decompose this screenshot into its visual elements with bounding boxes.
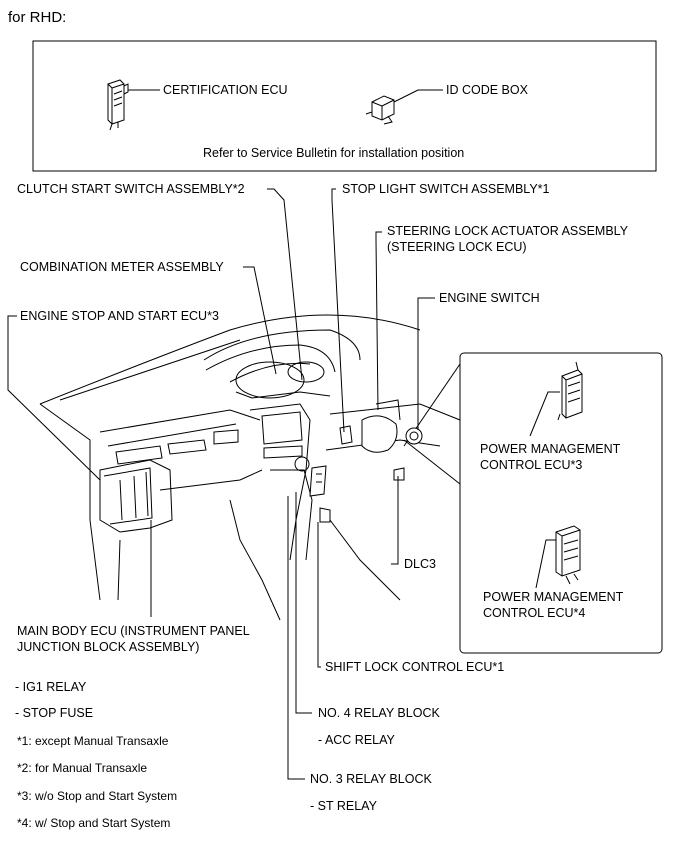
- clutch-start-switch-label: CLUTCH START SWITCH ASSEMBLY*2: [17, 182, 245, 196]
- engine-switch-label: ENGINE SWITCH: [439, 291, 540, 305]
- shift-lock-control-ecu-label: SHIFT LOCK CONTROL ECU*1: [325, 660, 505, 674]
- no3-relay-block-label: NO. 3 RELAY BLOCK: [310, 772, 432, 786]
- leader-stop-light: [331, 188, 345, 433]
- steering-lock-ecu-label: (STEERING LOCK ECU): [387, 240, 527, 254]
- leader-no4-relay: [295, 492, 312, 714]
- power-mgmt-ecu3-label-line1: POWER MANAGEMENT: [480, 442, 621, 456]
- no4-relay-block-label: NO. 4 RELAY BLOCK: [318, 706, 440, 720]
- dashboard-illustration: [39, 314, 461, 621]
- leader-engine-switch: [417, 297, 435, 430]
- stop-light-switch-label: STOP LIGHT SWITCH ASSEMBLY*1: [342, 182, 550, 196]
- power-mgmt-ecu3-icon: [557, 361, 583, 421]
- steering-lock-actuator-label: STEERING LOCK ACTUATOR ASSEMBLY: [387, 224, 629, 238]
- footnote-2: *2: for Manual Transaxle: [17, 761, 148, 775]
- id-code-box-icon: [365, 95, 395, 125]
- page-heading: for RHD:: [8, 9, 67, 26]
- footnote-4: *4: w/ Stop and Start System: [17, 816, 171, 830]
- main-body-ecu-label-line1: MAIN BODY ECU (INSTRUMENT PANEL: [17, 624, 250, 638]
- ig1-relay-label: - IG1 RELAY: [15, 680, 87, 694]
- leader-steering-lock: [375, 231, 382, 411]
- power-mgmt-ecu4-icon: [555, 525, 581, 585]
- leader-no3-relay: [287, 496, 305, 780]
- power-mgmt-ecu4-label-line2: CONTROL ECU*4: [483, 606, 586, 620]
- power-management-box: [459, 352, 663, 654]
- engine-stop-start-ecu-label: ENGINE STOP AND START ECU*3: [20, 309, 219, 323]
- inset-note: Refer to Service Bulletin for installati…: [203, 146, 465, 160]
- certification-ecu-icon: [107, 79, 129, 131]
- main-body-ecu-label-line2: JUNCTION BLOCK ASSEMBLY): [17, 640, 200, 654]
- inset-box: [32, 40, 657, 172]
- leader-combination: [243, 266, 277, 375]
- leader-dlc3: [391, 476, 399, 565]
- footnote-1: *1: except Manual Transaxle: [17, 734, 169, 748]
- leader-engine-stop-ecu: [7, 315, 101, 481]
- footnote-3: *3: w/o Stop and Start System: [17, 789, 178, 803]
- power-mgmt-ecu3-label-line2: CONTROL ECU*3: [480, 458, 583, 472]
- stop-fuse-label: - STOP FUSE: [15, 706, 94, 720]
- leader-clutch: [267, 188, 303, 381]
- id-code-box-label: ID CODE BOX: [446, 83, 528, 97]
- leader-shift-lock: [317, 522, 321, 668]
- certification-ecu-label: CERTIFICATION ECU: [163, 83, 288, 97]
- power-mgmt-ecu4-label-line1: POWER MANAGEMENT: [483, 590, 624, 604]
- st-relay-label: - ST RELAY: [310, 799, 377, 813]
- dlc3-label: DLC3: [404, 557, 436, 571]
- acc-relay-label: - ACC RELAY: [318, 733, 395, 747]
- combination-meter-label: COMBINATION METER ASSEMBLY: [20, 260, 224, 274]
